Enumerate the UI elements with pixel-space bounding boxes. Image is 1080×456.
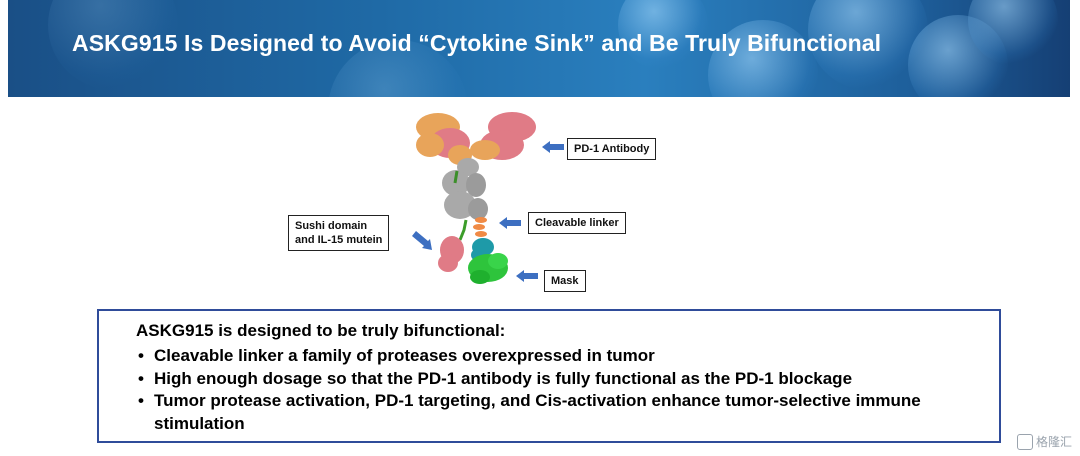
- linker: [473, 217, 487, 237]
- label-sushi-line2: and IL-15 mutein: [295, 234, 383, 246]
- title-banner: ASKG915 Is Designed to Avoid “Cytokine S…: [8, 0, 1070, 97]
- summary-bullets: • Cleavable linker a family of proteases …: [136, 345, 956, 435]
- fc-region: [442, 158, 488, 220]
- left-fab: [416, 113, 472, 165]
- sushi-il15: [438, 236, 464, 272]
- bullet-text: Cleavable linker a family of proteases o…: [154, 346, 655, 365]
- bullet-item: • High enough dosage so that the PD-1 ant…: [136, 368, 956, 391]
- molecule-figure: PD-1 Antibody Cleavable linker Mask Sush…: [280, 105, 680, 300]
- bullet-dot-icon: •: [138, 368, 144, 388]
- bullet-text: Tumor protease activation, PD-1 targetin…: [154, 391, 921, 433]
- summary-box: ASKG915 is designed to be truly bifuncti…: [97, 309, 1001, 443]
- arrow-mask: [516, 270, 538, 282]
- bullet-dot-icon: •: [138, 346, 144, 365]
- label-mask: Mask: [544, 270, 586, 292]
- label-cleavable-linker: Cleavable linker: [528, 212, 626, 234]
- banner-decoration: [618, 0, 708, 70]
- label-pd1-antibody: PD-1 Antibody: [567, 138, 657, 160]
- label-sushi-domain: Sushi domain and IL-15 mutein: [288, 215, 390, 251]
- connector-chain: [458, 219, 468, 241]
- bullet-text: High enough dosage so that the PD-1 anti…: [154, 368, 853, 388]
- arrow-linker: [499, 217, 521, 229]
- right-fab: [470, 112, 536, 160]
- arrow-pd1: [542, 141, 564, 153]
- bullet-item: • Cleavable linker a family of proteases …: [136, 345, 956, 368]
- slide-title: ASKG915 Is Designed to Avoid “Cytokine S…: [72, 30, 882, 56]
- label-sushi-line1: Sushi domain: [295, 220, 368, 232]
- bullet-item: • Tumor protease activation, PD-1 targeti…: [136, 390, 956, 435]
- bullet-dot-icon: •: [138, 391, 144, 410]
- mask-domain: [468, 253, 508, 284]
- arrow-sushi: [412, 231, 432, 250]
- watermark: 格隆汇: [1016, 433, 1072, 450]
- summary-heading: ASKG915 is designed to be truly bifuncti…: [136, 321, 506, 340]
- watermark-text: 格隆汇: [1035, 434, 1072, 449]
- molecule-illustration: [412, 112, 564, 284]
- watermark-logo-icon: [1016, 434, 1033, 450]
